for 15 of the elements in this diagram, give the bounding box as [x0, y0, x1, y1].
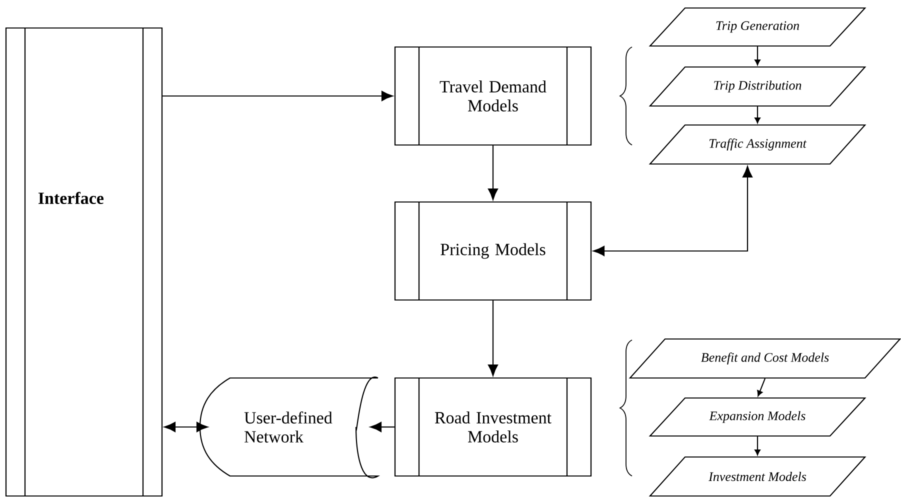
- interface-box: Interface: [5, 27, 163, 497]
- arrow: [488, 146, 498, 200]
- arrow: [593, 166, 753, 256]
- arrow: [162, 90, 393, 102]
- arrow: [164, 422, 208, 432]
- process-box: Road Investment Models: [394, 377, 592, 477]
- arrow: [754, 106, 760, 124]
- process-box: Travel Demand Models: [394, 46, 592, 146]
- process-box: Pricing Models: [394, 201, 592, 301]
- stored-data-shape: User-defined Network: [199, 376, 379, 478]
- arrow: [757, 378, 766, 396]
- arrow: [370, 422, 394, 432]
- arrow: [488, 300, 498, 376]
- arrow: [754, 46, 760, 66]
- arrow: [754, 436, 760, 456]
